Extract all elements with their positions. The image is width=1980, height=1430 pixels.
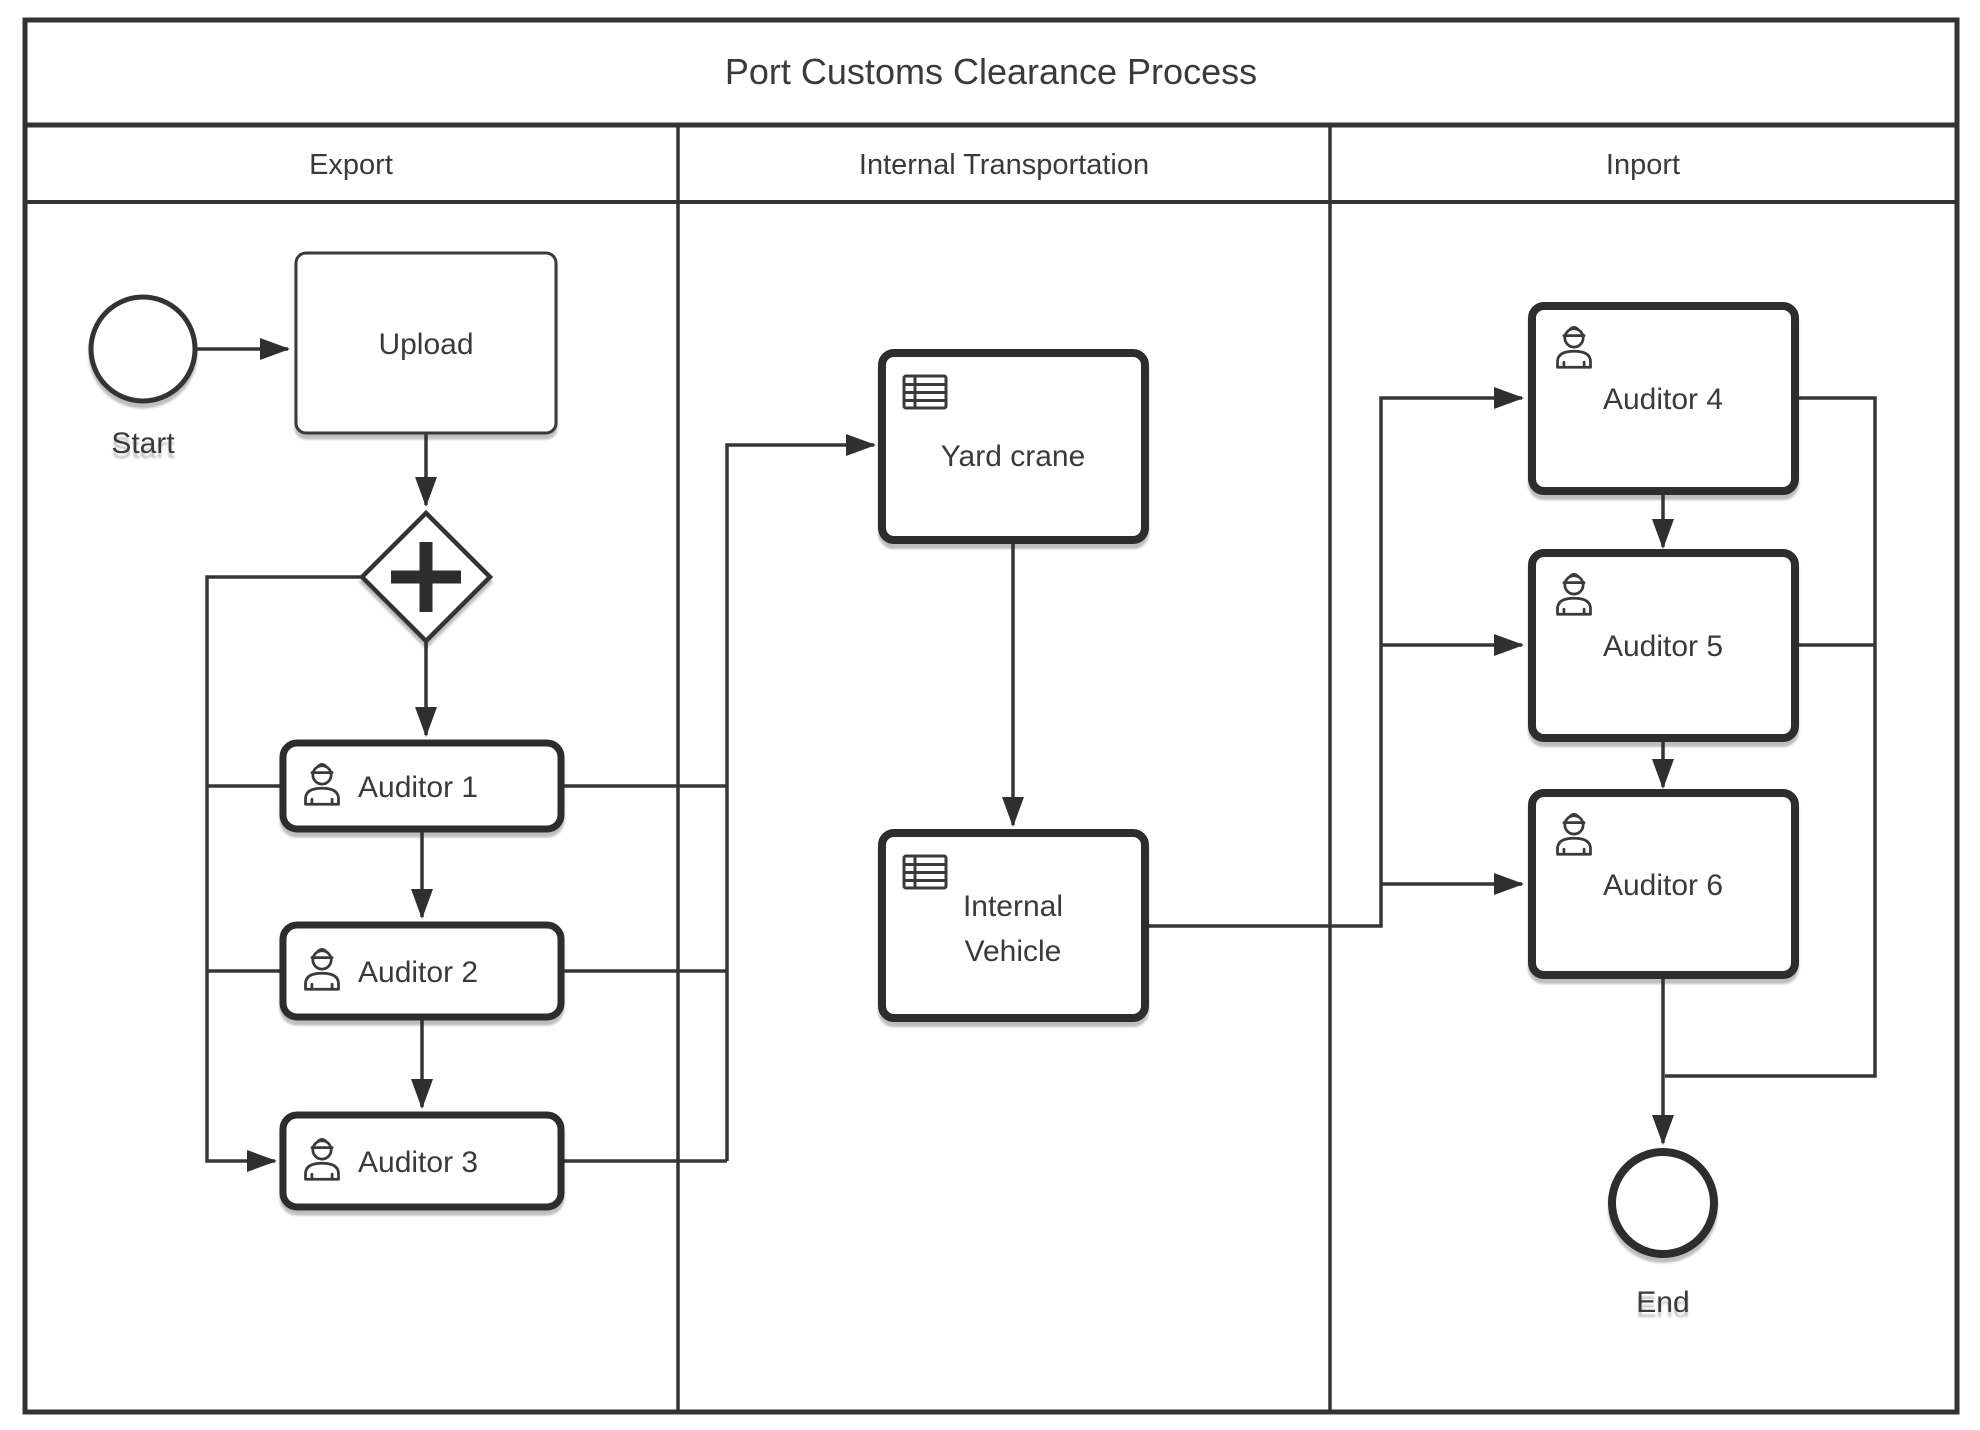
task-internal-vehicle: Internal Vehicle (878, 829, 1149, 1022)
task-auditor5: Auditor 5 (1528, 549, 1799, 742)
task-auditor4-label: Auditor 4 (1603, 383, 1723, 416)
pool-title: Port Customs Clearance Process (725, 51, 1257, 92)
end-event-label: End (1636, 1286, 1689, 1319)
task-auditor6: Auditor 6 (1528, 789, 1799, 979)
task-upload: Upload (294, 251, 558, 435)
task-auditor6-box (1528, 789, 1799, 979)
task-auditor1-box (279, 739, 565, 833)
task-yard-crane-box (878, 349, 1149, 544)
task-auditor2-box (279, 921, 565, 1021)
start-event-circle (88, 294, 198, 404)
start-event: Start (88, 294, 198, 460)
task-auditor2: Auditor 2 (279, 921, 565, 1021)
flow-nodes: Start Upload Auditor 1 Auditor 2 Auditor… (88, 251, 1799, 1319)
task-upload-box (294, 251, 558, 435)
end-event-circle (1608, 1148, 1718, 1258)
task-internal-vehicle-box (878, 829, 1149, 1022)
parallel-gateway (358, 509, 494, 645)
flow-internal-vehicle-to-auditor4 (1145, 387, 1524, 928)
task-auditor4-box (1528, 302, 1799, 495)
flow-collector-to-yard-crane (725, 434, 876, 1161)
task-yard-crane: Yard crane (878, 349, 1149, 544)
task-yard-crane-label: Yard crane (941, 440, 1086, 473)
task-upload-label: Upload (378, 328, 473, 361)
flow-gateway-to-auditor3 (205, 575, 362, 1172)
task-auditor3-box (279, 1111, 565, 1211)
task-auditor1-label: Auditor 1 (358, 771, 478, 804)
task-auditor1: Auditor 1 (279, 739, 565, 833)
lane-label-internal-transportation: Internal Transportation (859, 149, 1149, 181)
pool-border (22, 17, 1960, 1415)
task-auditor4: Auditor 4 (1528, 302, 1799, 495)
link-auditor4-right-rail (1665, 396, 1877, 1078)
start-event-label: Start (111, 427, 175, 460)
task-auditor3-label: Auditor 3 (358, 1146, 478, 1179)
end-event: End (1608, 1148, 1718, 1319)
lane-label-inport: Inport (1606, 149, 1680, 181)
task-auditor5-box (1528, 549, 1799, 742)
task-internal-vehicle-label-line1: Internal (963, 890, 1063, 923)
plus-icon (391, 542, 461, 612)
lane-label-export: Export (309, 149, 393, 181)
task-auditor3: Auditor 3 (279, 1111, 565, 1211)
pool-frame: Port Customs Clearance Process Export In… (22, 17, 1960, 1415)
task-internal-vehicle-label-line2: Vehicle (965, 935, 1062, 968)
task-auditor5-label: Auditor 5 (1603, 630, 1723, 663)
task-auditor6-label: Auditor 6 (1603, 869, 1723, 902)
task-auditor2-label: Auditor 2 (358, 956, 478, 989)
sequence-flows (195, 338, 1877, 1172)
